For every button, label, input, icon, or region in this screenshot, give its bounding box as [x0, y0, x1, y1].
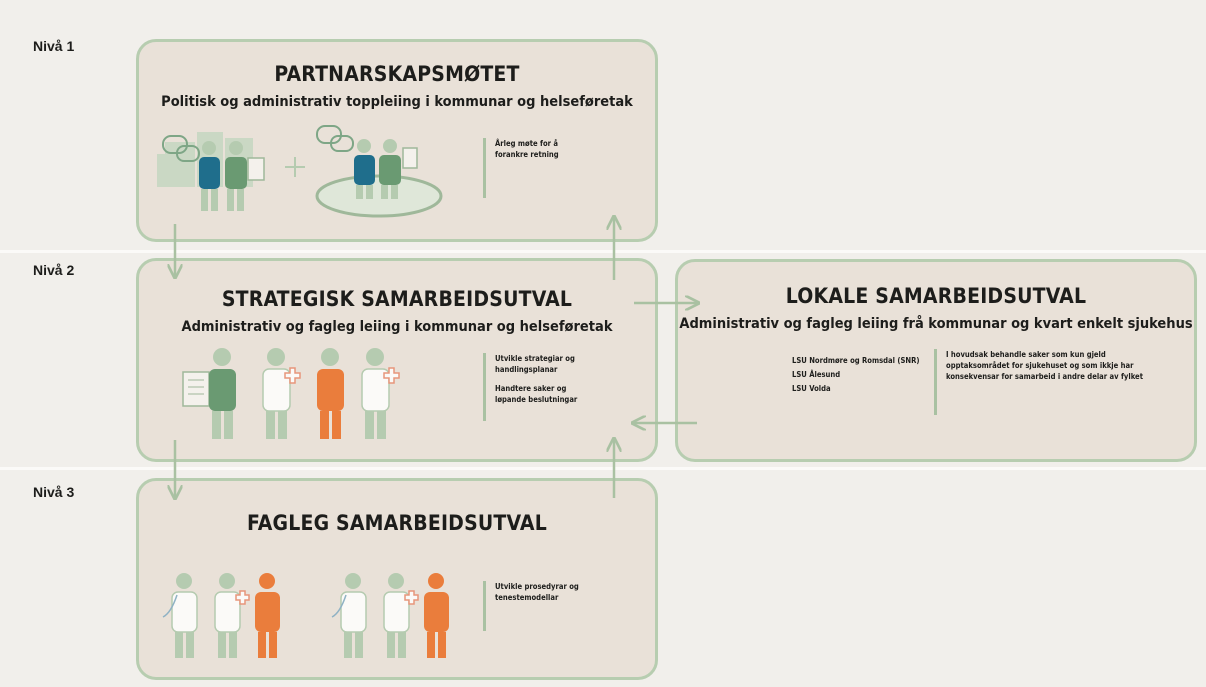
- lokale-box: LOKALE SAMARBEIDSUTVAL Administrativ og …: [675, 259, 1197, 462]
- level-3-label: Nivå 3: [33, 484, 75, 500]
- person-icon: [209, 348, 236, 439]
- person-icon: [199, 141, 265, 211]
- doctor-icon: [361, 348, 400, 439]
- fagleg-notes: Utvikle prosedyrar og tenestemodellar: [483, 581, 585, 631]
- speech-bubble-icon: [162, 125, 354, 162]
- strategisk-note-1: Utvikle strategiar og handlingsplanar: [495, 354, 575, 374]
- doctor-icon: [262, 348, 301, 439]
- partnarskap-notes: Årleg møte for å forankre retning: [483, 138, 575, 198]
- doctor-icon: [383, 573, 419, 658]
- person-icon: [424, 573, 449, 658]
- partnarskap-box: PARTNARSKAPSMØTET Politisk og administra…: [136, 39, 658, 242]
- strategisk-subtitle: Administrativ og fagleg leiing i kommuna…: [181, 319, 613, 335]
- strategisk-notes: Utvikle strategiar og handlingsplanar Ha…: [483, 353, 585, 421]
- lokale-description-text: I hovudsak behandle saker som kun gjeld …: [946, 350, 1143, 381]
- fagleg-title: FAGLEG SAMARBEIDSUTVAL: [247, 511, 547, 535]
- strategisk-people-illustration: [182, 348, 400, 439]
- strategisk-title: STRATEGISK SAMARBEIDSUTVAL: [221, 287, 573, 311]
- person-icon: [255, 573, 280, 658]
- lsu-item: LSU Ålesund: [792, 370, 841, 379]
- lsu-list: LSU Nordmøre og Romsdal (SNR) LSU Ålesun…: [792, 354, 937, 396]
- lsu-item: LSU Nordmøre og Romsdal (SNR): [792, 356, 920, 365]
- fagleg-box: FAGLEG SAMARBEIDSUTVAL Utvikle prosedyra…: [136, 478, 658, 680]
- lokale-subtitle: Administrativ og fagleg leiing frå kommu…: [679, 316, 1193, 332]
- level-2-label: Nivå 2: [33, 262, 75, 278]
- partnarskap-note: Årleg møte for å forankre retning: [495, 139, 559, 159]
- fagleg-people-illustration: [162, 573, 449, 658]
- level-1-label: Nivå 1: [33, 38, 75, 54]
- strategisk-note-2: Handtere saker og løpande beslutningar: [495, 384, 578, 404]
- lokale-title: LOKALE SAMARBEIDSUTVAL: [785, 284, 1087, 308]
- meeting-illustration: [157, 125, 443, 218]
- doctor-icon: [214, 573, 250, 658]
- table-platform-icon: [315, 139, 443, 218]
- person-icon: [317, 348, 344, 439]
- doctor-icon: [331, 573, 367, 658]
- partnarskap-title: PARTNARSKAPSMØTET: [274, 62, 520, 86]
- lsu-item: LSU Volda: [792, 384, 831, 393]
- strategisk-box: STRATEGISK SAMARBEIDSUTVAL Administrativ…: [136, 258, 658, 462]
- document-icon: [182, 371, 210, 407]
- partnarskap-subtitle: Politisk og administrativ toppleiing i k…: [161, 94, 633, 110]
- plus-icon: [285, 157, 305, 177]
- fagleg-note: Utvikle prosedyrar og tenestemodellar: [495, 582, 579, 602]
- doctor-icon: [162, 573, 198, 658]
- lokale-description: I hovudsak behandle saker som kun gjeld …: [934, 349, 1158, 415]
